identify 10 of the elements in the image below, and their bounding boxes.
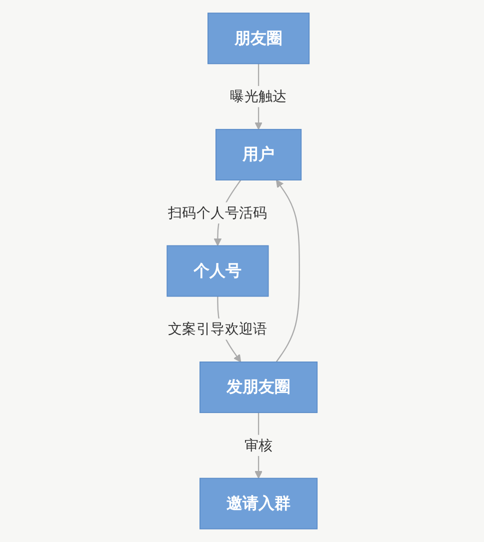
node-box: 用户 <box>215 128 302 180</box>
arrow <box>276 180 300 362</box>
node-box: 个人号 <box>166 245 269 297</box>
node-box: 朋友圈 <box>207 12 310 64</box>
edge-label: 审核 <box>244 436 273 454</box>
edge-label: 扫码个人号活码 <box>168 204 268 221</box>
edge-label: 文案引导欢迎语 <box>168 320 268 338</box>
edge-label: 曝光触达 <box>230 88 287 105</box>
node-box: 邀请入群 <box>199 478 318 530</box>
node-box: 发朋友圈 <box>199 362 318 414</box>
